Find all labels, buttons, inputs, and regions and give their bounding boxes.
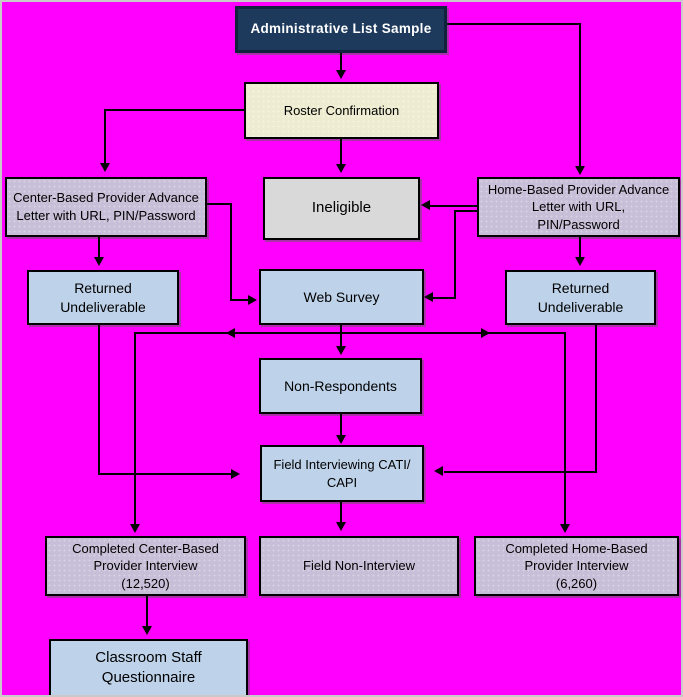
arrowhead-into-comp-home xyxy=(560,524,570,533)
node-returned-undeliverable-right: Returned Undeliverable xyxy=(505,270,656,325)
arrowhead-toward-field-left xyxy=(231,469,240,479)
connector-roster-to-center-adv-v xyxy=(104,109,106,164)
arrowhead-into-nonresp xyxy=(336,346,346,355)
connector-admin-to-home-adv-h xyxy=(447,23,581,25)
connector-ret-right-to-field-v xyxy=(595,325,597,473)
connector-roster-to-ineligible xyxy=(340,139,342,165)
connector-home-adv-to-web-h2 xyxy=(433,297,456,299)
node-non-respondents: Non-Respondents xyxy=(259,358,422,414)
connector-to-comp-center-v xyxy=(134,332,136,524)
connector-home-adv-to-ineligible xyxy=(430,205,477,207)
connector-ret-right-to-field-h xyxy=(444,471,597,473)
arrowhead-into-ineligible-top xyxy=(336,164,346,173)
connector-field-to-field-non xyxy=(340,502,342,523)
node-field-interviewing-cati-capi: Field Interviewing CATI/ CAPI xyxy=(260,445,424,502)
connector-ret-left-to-field-h xyxy=(98,473,232,475)
connector-admin-to-roster xyxy=(340,53,342,71)
arrowhead-into-classroom xyxy=(142,626,152,635)
arrowhead-into-home-adv xyxy=(575,166,585,175)
arrowhead-into-comp-center xyxy=(130,524,140,533)
arrowhead-into-ret-left xyxy=(94,257,104,266)
connector-to-comp-home-v xyxy=(564,332,566,524)
arrowhead-into-ineligible-right xyxy=(421,200,430,210)
node-ineligible: Ineligible xyxy=(263,177,420,240)
node-administrative-list-sample: Administrative List Sample xyxy=(235,6,447,53)
connector-web-to-nonresp xyxy=(340,325,342,348)
arrowhead-toward-field-right xyxy=(434,466,443,476)
arrowhead-into-field xyxy=(336,435,346,444)
arrowhead-into-field-non xyxy=(336,522,346,531)
arrowhead-into-ret-right xyxy=(575,257,585,266)
connector-home-adv-to-ret-right xyxy=(579,237,581,258)
arrowhead-midline-right xyxy=(481,328,490,338)
connector-home-adv-to-web-v xyxy=(454,210,456,299)
arrowhead-into-web-left xyxy=(248,295,257,305)
node-home-based-advance-letter: Home-Based Provider Advance Letter with … xyxy=(477,177,680,237)
connector-nonresp-to-field xyxy=(340,414,342,437)
node-completed-center-based-interview: Completed Center-Based Provider Intervie… xyxy=(45,536,246,596)
connector-comp-center-to-classroom xyxy=(146,596,148,627)
arrowhead-midline-left xyxy=(226,328,235,338)
connector-center-adv-to-web-h1 xyxy=(207,203,232,205)
connector-home-adv-to-web-h1 xyxy=(454,210,477,212)
connector-center-adv-to-web-v xyxy=(230,203,232,301)
node-classroom-staff-questionnaire: Classroom Staff Questionnaire xyxy=(49,639,248,695)
connector-roster-to-center-adv-h xyxy=(105,109,244,111)
node-center-based-advance-letter: Center-Based Provider Advance Letter wit… xyxy=(5,177,207,237)
arrowhead-into-roster xyxy=(336,70,346,79)
node-field-non-interview: Field Non-Interview xyxy=(259,536,459,596)
connector-center-adv-to-ret-left xyxy=(98,237,100,258)
node-web-survey: Web Survey xyxy=(259,269,424,325)
connector-admin-to-home-adv-v xyxy=(579,23,581,166)
connector-center-adv-to-web-h2 xyxy=(230,299,249,301)
connector-ret-left-to-field-v xyxy=(98,325,100,475)
arrowhead-into-web-right xyxy=(424,292,433,302)
node-returned-undeliverable-left: Returned Undeliverable xyxy=(27,270,179,325)
arrowhead-into-center-adv xyxy=(100,163,110,172)
node-roster-confirmation: Roster Confirmation xyxy=(244,82,439,139)
node-completed-home-based-interview: Completed Home-Based Provider Interview … xyxy=(474,536,679,596)
connector-web-to-completed-h xyxy=(135,332,565,334)
